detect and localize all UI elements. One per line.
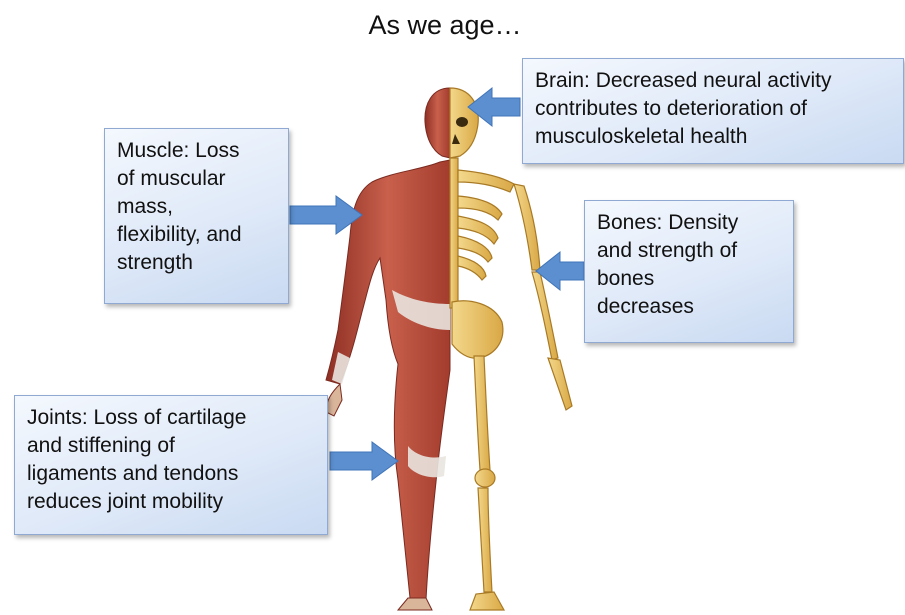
- joints-arrow: [330, 442, 398, 480]
- brain-callout-line: musculoskeletal health: [535, 123, 893, 151]
- bones-callout-line: decreases: [597, 293, 783, 321]
- muscle-callout-line: Muscle: Loss: [117, 137, 278, 165]
- joints-callout-line: and stiffening of: [27, 432, 317, 460]
- brain-arrow: [468, 88, 520, 126]
- joints-callout-line: reduces joint mobility: [27, 488, 317, 516]
- bones-arrow: [536, 252, 584, 290]
- bones-callout-line: and strength of: [597, 237, 783, 265]
- muscle-callout-line: strength: [117, 249, 278, 277]
- muscle-arrow: [290, 196, 362, 234]
- bones-callout-line: Bones: Density: [597, 209, 783, 237]
- muscle-callout: Muscle: Loss of muscular mass, flexibili…: [104, 128, 289, 304]
- brain-callout-line: contributes to deterioration of: [535, 95, 893, 123]
- muscle-callout-line: mass,: [117, 193, 278, 221]
- brain-callout: Brain: Decreased neural activity contrib…: [522, 58, 904, 164]
- muscle-callout-line: of muscular: [117, 165, 278, 193]
- joints-callout-line: ligaments and tendons: [27, 460, 317, 488]
- bones-callout-line: bones: [597, 265, 783, 293]
- joints-callout: Joints: Loss of cartilage and stiffening…: [14, 395, 328, 535]
- joints-callout-line: Joints: Loss of cartilage: [27, 404, 317, 432]
- bones-callout: Bones: Density and strength of bones dec…: [584, 200, 794, 343]
- muscle-callout-line: flexibility, and: [117, 221, 278, 249]
- brain-callout-line: Brain: Decreased neural activity: [535, 67, 893, 95]
